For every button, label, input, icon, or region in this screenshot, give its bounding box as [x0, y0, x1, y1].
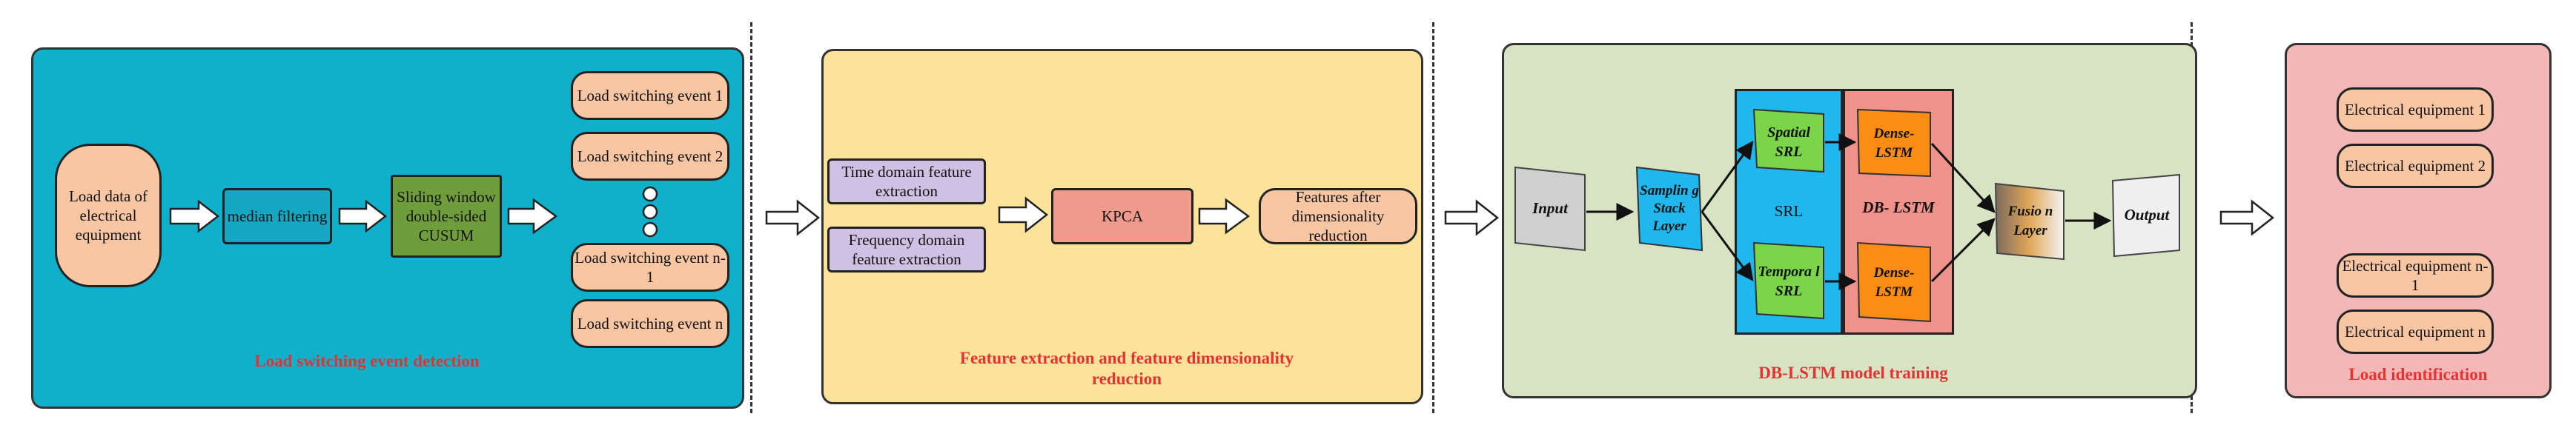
- sampling-stack-shape: [1635, 166, 1703, 252]
- panel4-caption: Load identification: [2307, 364, 2529, 385]
- dense-lstm-shape-2: [1856, 241, 1931, 323]
- spatial-label-text: Spatial SRL: [1767, 124, 1810, 160]
- dense-lstm-label-text: Dense- LSTM: [1873, 265, 1915, 300]
- equipment-box-2: Electrical equipment 2: [2337, 144, 2494, 188]
- hollow-arrow-2: [338, 199, 388, 233]
- kpca-box: KPCA: [1051, 188, 1193, 244]
- median-filtering-box: median filtering: [222, 188, 332, 244]
- frequency-domain-box: Frequency domain feature extraction: [827, 227, 986, 272]
- hollow-arrow-5: [1198, 198, 1251, 235]
- features-label: Features after dimensionality reduction: [1291, 188, 1385, 244]
- equipment-label: Electrical equipment n-1: [2342, 257, 2489, 294]
- dblstm-label-text: DB- LSTM: [1862, 198, 1935, 216]
- spatial-label: Spatial SRL: [1754, 118, 1824, 166]
- dense-lstm-shape-1: [1856, 108, 1931, 178]
- srl-label-text: SRL: [1774, 202, 1804, 220]
- panel2-caption: Feature extraction and feature dimension…: [949, 348, 1305, 389]
- srl-label: SRL: [1735, 200, 1843, 222]
- event-label: Load switching event n: [577, 315, 724, 332]
- input-label: Input: [1515, 195, 1585, 221]
- frequency-domain-label: Frequency domain feature extraction: [848, 231, 965, 268]
- panel3-caption: DB-LSTM model training: [1727, 363, 1979, 384]
- event-box-n-1: Load switching event n-1: [571, 243, 729, 292]
- load-data-box: Load data of electrical equipment: [55, 144, 162, 287]
- equipment-box-n-1: Electrical equipment n-1: [2337, 253, 2494, 298]
- connector-arrows: [1586, 133, 2112, 290]
- dense-lstm-label-1: Dense- LSTM: [1858, 117, 1930, 170]
- event-box-2: Load switching event 2: [571, 132, 729, 181]
- hollow-arrow-3: [507, 198, 558, 235]
- event-label: Load switching event 2: [577, 147, 724, 165]
- dblstm-label: DB- LSTM: [1843, 185, 1954, 230]
- panel1-caption-text: Load switching event detection: [254, 352, 480, 370]
- temporal-label: Tempora l SRL: [1754, 249, 1824, 314]
- hollow-arrow-separator-3: [2219, 199, 2275, 236]
- event-box-1: Load switching event 1: [571, 71, 729, 120]
- hollow-arrow-1: [169, 199, 220, 233]
- dense-lstm-label-2: Dense- LSTM: [1858, 255, 1930, 311]
- fusion-label: Fusio n Layer: [1997, 190, 2064, 253]
- equipment-label: Electrical equipment n: [2344, 323, 2486, 341]
- equipment-box-1: Electrical equipment 1: [2337, 87, 2494, 132]
- fusion-layer-shape: [1994, 182, 2065, 261]
- input-shape: [1514, 166, 1586, 252]
- kpca-label: KPCA: [1101, 207, 1144, 225]
- hollow-arrow-separator-1: [765, 199, 821, 236]
- panel3-caption-text: DB-LSTM model training: [1758, 364, 1948, 382]
- ellipsis-dots-1: [642, 186, 658, 238]
- event-label: Load switching event n-1: [575, 249, 726, 286]
- separator-1: [750, 22, 752, 413]
- temporal-label-text: Tempora l SRL: [1758, 264, 1820, 299]
- time-domain-box: Time domain feature extraction: [827, 158, 986, 204]
- load-data-label: Load data of electrical equipment: [68, 187, 148, 244]
- temporal-srl-shape: [1752, 241, 1824, 320]
- panel2-caption-text: Feature extraction and feature dimension…: [959, 349, 1294, 388]
- cusum-box: Sliding window double-sided CUSUM: [391, 175, 502, 258]
- sampling-label: Samplin g Stack Layer: [1637, 178, 1702, 240]
- separator-2: [1432, 22, 1434, 413]
- median-filtering-label: median filtering: [227, 207, 328, 225]
- hollow-arrow-separator-2: [1444, 199, 1500, 236]
- fusion-label-text: Fusio n Layer: [2007, 204, 2053, 238]
- panel4-caption-text: Load identification: [2348, 365, 2488, 384]
- input-label-text: Input: [1532, 199, 1568, 217]
- sampling-label-text: Samplin g Stack Layer: [1640, 183, 1699, 234]
- features-box: Features after dimensionality reduction: [1259, 188, 1417, 244]
- output-shape: [2111, 173, 2180, 258]
- equipment-box-n: Electrical equipment n: [2337, 310, 2494, 354]
- time-domain-label: Time domain feature extraction: [841, 163, 972, 200]
- event-box-n: Load switching event n: [571, 299, 729, 348]
- hollow-arrow-4: [998, 196, 1049, 233]
- spatial-srl-shape: [1752, 108, 1824, 173]
- equipment-label: Electrical equipment 2: [2344, 157, 2486, 175]
- output-label: Output: [2114, 201, 2179, 228]
- event-label: Load switching event 1: [577, 87, 724, 104]
- output-label-text: Output: [2124, 206, 2170, 224]
- panel1-caption: Load switching event detection: [237, 351, 497, 372]
- equipment-label: Electrical equipment 1: [2344, 101, 2486, 118]
- cusum-label: Sliding window double-sided CUSUM: [397, 188, 496, 244]
- dense-lstm-label-text: Dense- LSTM: [1873, 126, 1915, 161]
